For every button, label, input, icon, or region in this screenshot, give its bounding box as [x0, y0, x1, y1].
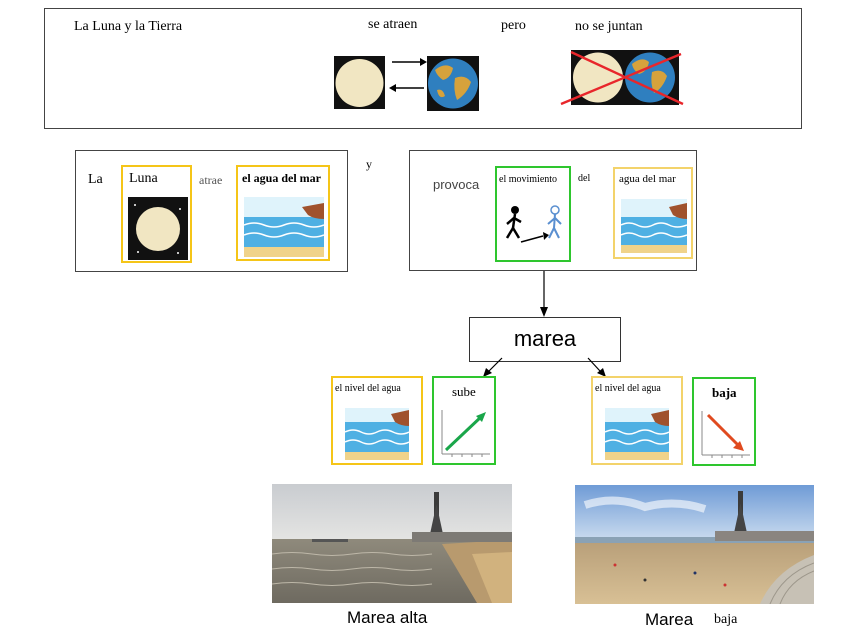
agua-mar-label-2: agua del mar	[619, 173, 676, 185]
but-text: pero	[501, 18, 526, 33]
arrow-down-to-marea	[538, 271, 550, 317]
baja-label: baja	[712, 385, 737, 400]
luna-label: Luna	[129, 171, 158, 186]
arrow-down-chart-icon	[698, 409, 752, 463]
nivel-agua-card-left: el nivel del agua	[331, 376, 423, 465]
not-join-text: no se juntan	[575, 19, 643, 34]
nivel-agua-card-right: el nivel del agua	[591, 376, 683, 465]
movimiento-label: el movimiento	[499, 174, 558, 185]
marea-baja-caption-a: Marea	[645, 610, 694, 629]
moon-icon	[128, 197, 188, 260]
sea-icon	[244, 197, 324, 257]
atrae-text: atrae	[199, 173, 223, 187]
crossed-moon-earth	[559, 48, 685, 106]
connector-y: y	[366, 157, 372, 171]
sube-card: sube	[432, 376, 496, 465]
nivel-agua-label-right: el nivel del agua	[595, 383, 661, 394]
agua-mar-card-2: agua del mar	[613, 167, 693, 259]
sea-icon	[605, 408, 669, 460]
moon-icon	[334, 56, 385, 109]
luna-card: Luna	[121, 165, 192, 263]
nivel-agua-label-left: el nivel del agua	[335, 383, 401, 394]
baja-card: baja	[692, 377, 756, 466]
attract-arrows	[388, 52, 428, 96]
marea-text: marea	[513, 326, 577, 351]
sea-icon	[345, 408, 409, 460]
branch-arrows	[480, 356, 610, 378]
del-text: del	[578, 173, 591, 184]
marea-baja-photo	[575, 485, 814, 604]
marea-alta-caption: Marea alta	[347, 608, 428, 627]
movimiento-card: el movimiento	[495, 166, 571, 262]
marea-box	[469, 317, 621, 362]
sube-label: sube	[452, 384, 476, 399]
attract-text: se atraen	[368, 17, 418, 32]
earth-icon	[427, 56, 479, 111]
agua-mar-card: el agua del mar	[236, 165, 330, 261]
provoca-text: provoca	[433, 177, 480, 192]
agua-mar-label: el agua del mar	[242, 171, 321, 185]
walking-people-icon	[501, 204, 567, 248]
sea-icon	[621, 199, 687, 253]
la-text: La	[88, 172, 103, 187]
marea-alta-photo	[272, 484, 512, 603]
subject-text: La Luna y la Tierra	[74, 19, 183, 34]
arrow-up-chart-icon	[438, 408, 492, 462]
marea-baja-caption-b: baja	[714, 612, 738, 627]
